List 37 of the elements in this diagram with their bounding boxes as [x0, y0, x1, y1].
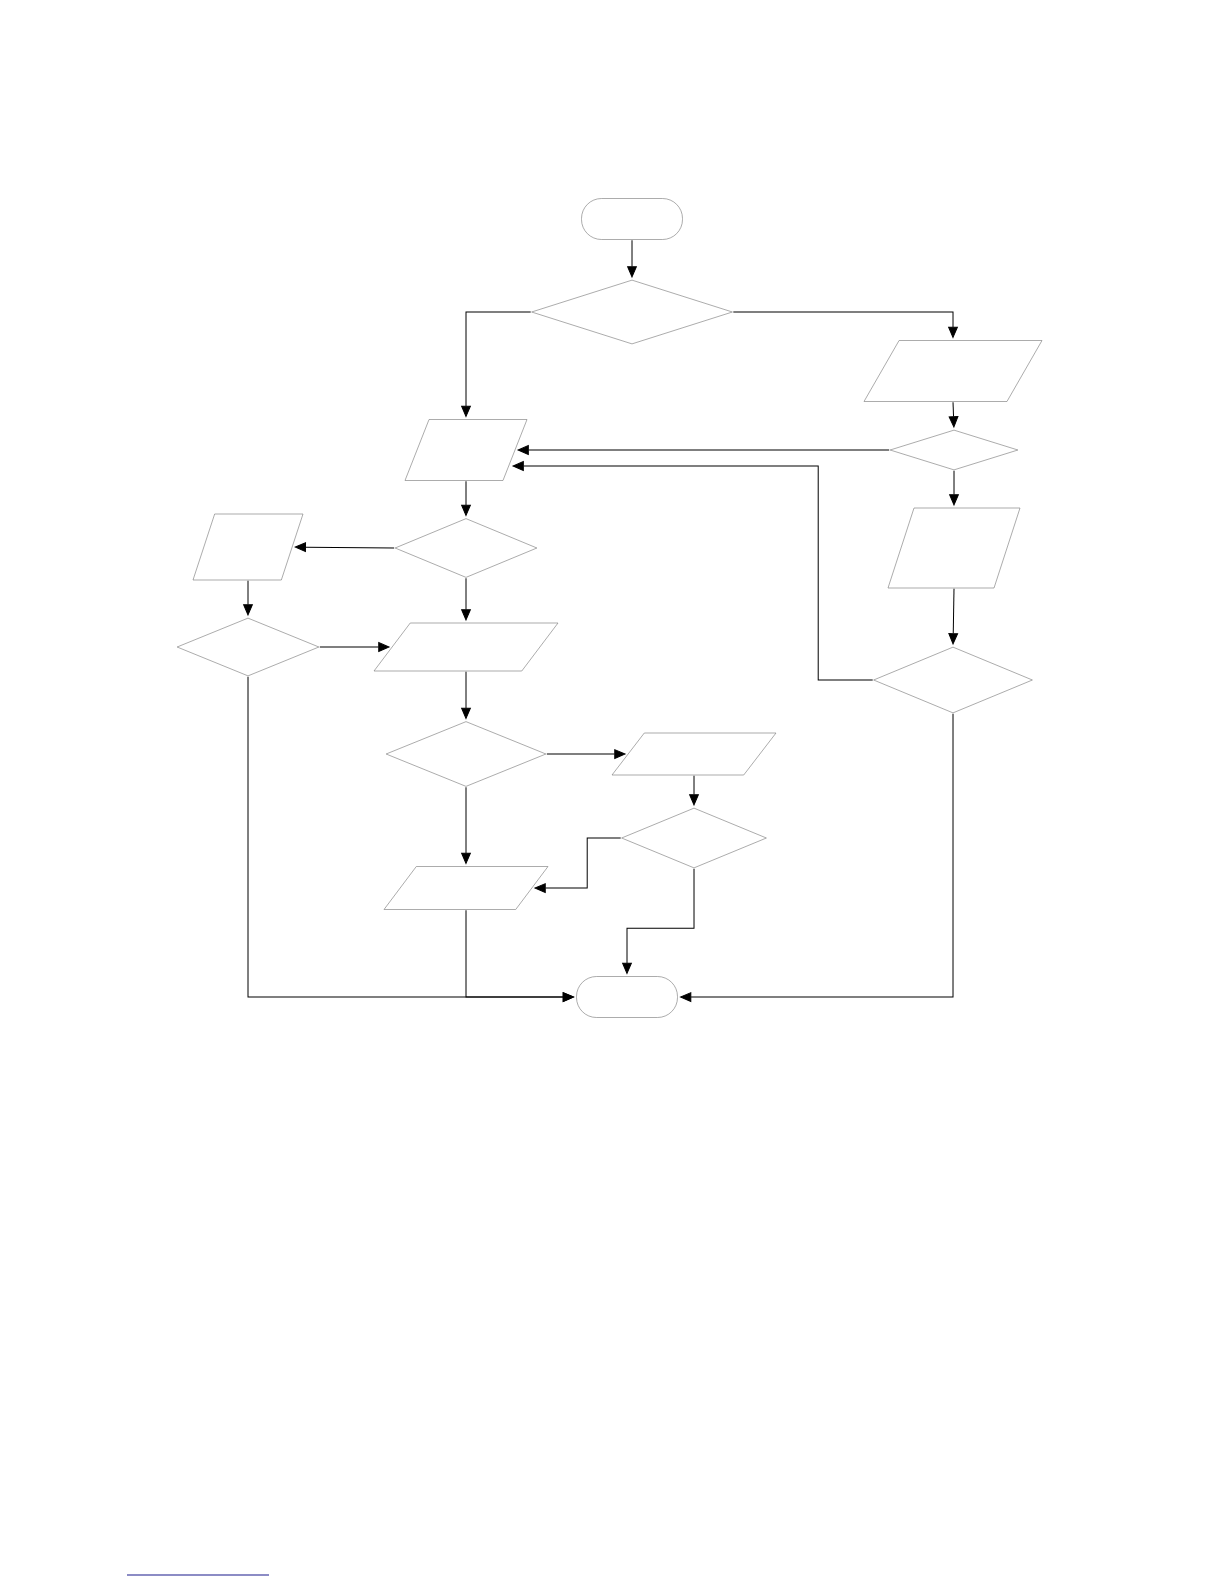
arrow: [243, 580, 253, 616]
arrow: [689, 775, 699, 806]
arrow: [461, 480, 471, 516]
arrow: [461, 311, 532, 417]
decision-diamond: [394, 518, 538, 578]
terminal-box: [581, 198, 683, 240]
decision-diamond: [621, 807, 767, 869]
data-parallelogram: [611, 732, 777, 776]
decision-diamond: [385, 721, 547, 787]
arrow: [517, 445, 890, 455]
arrow: [512, 461, 874, 681]
decision-diamond: [889, 429, 1019, 471]
data-parallelogram: [373, 622, 559, 672]
data-parallelogram: [192, 513, 304, 581]
data-parallelogram: [404, 419, 528, 481]
arrow: [461, 577, 471, 621]
decision-diamond: [531, 279, 733, 345]
arrow: [461, 786, 471, 864]
terminal-box: [576, 976, 678, 1018]
arrow: [461, 671, 471, 719]
arrow: [949, 470, 959, 506]
arrow: [534, 837, 622, 893]
arrow: [680, 713, 954, 1002]
arrow: [546, 749, 626, 759]
arrow: [948, 401, 959, 428]
arrow: [732, 311, 958, 338]
data-parallelogram: [383, 866, 549, 910]
decision-diamond: [176, 617, 320, 677]
data-parallelogram: [887, 507, 1021, 589]
arrow: [319, 642, 390, 652]
arrow: [948, 588, 959, 645]
arrow: [294, 542, 395, 552]
arrow: [627, 239, 637, 278]
arrow: [622, 868, 695, 974]
data-parallelogram: [863, 340, 1043, 402]
arrow: [465, 909, 574, 1002]
decision-diamond: [873, 646, 1033, 714]
